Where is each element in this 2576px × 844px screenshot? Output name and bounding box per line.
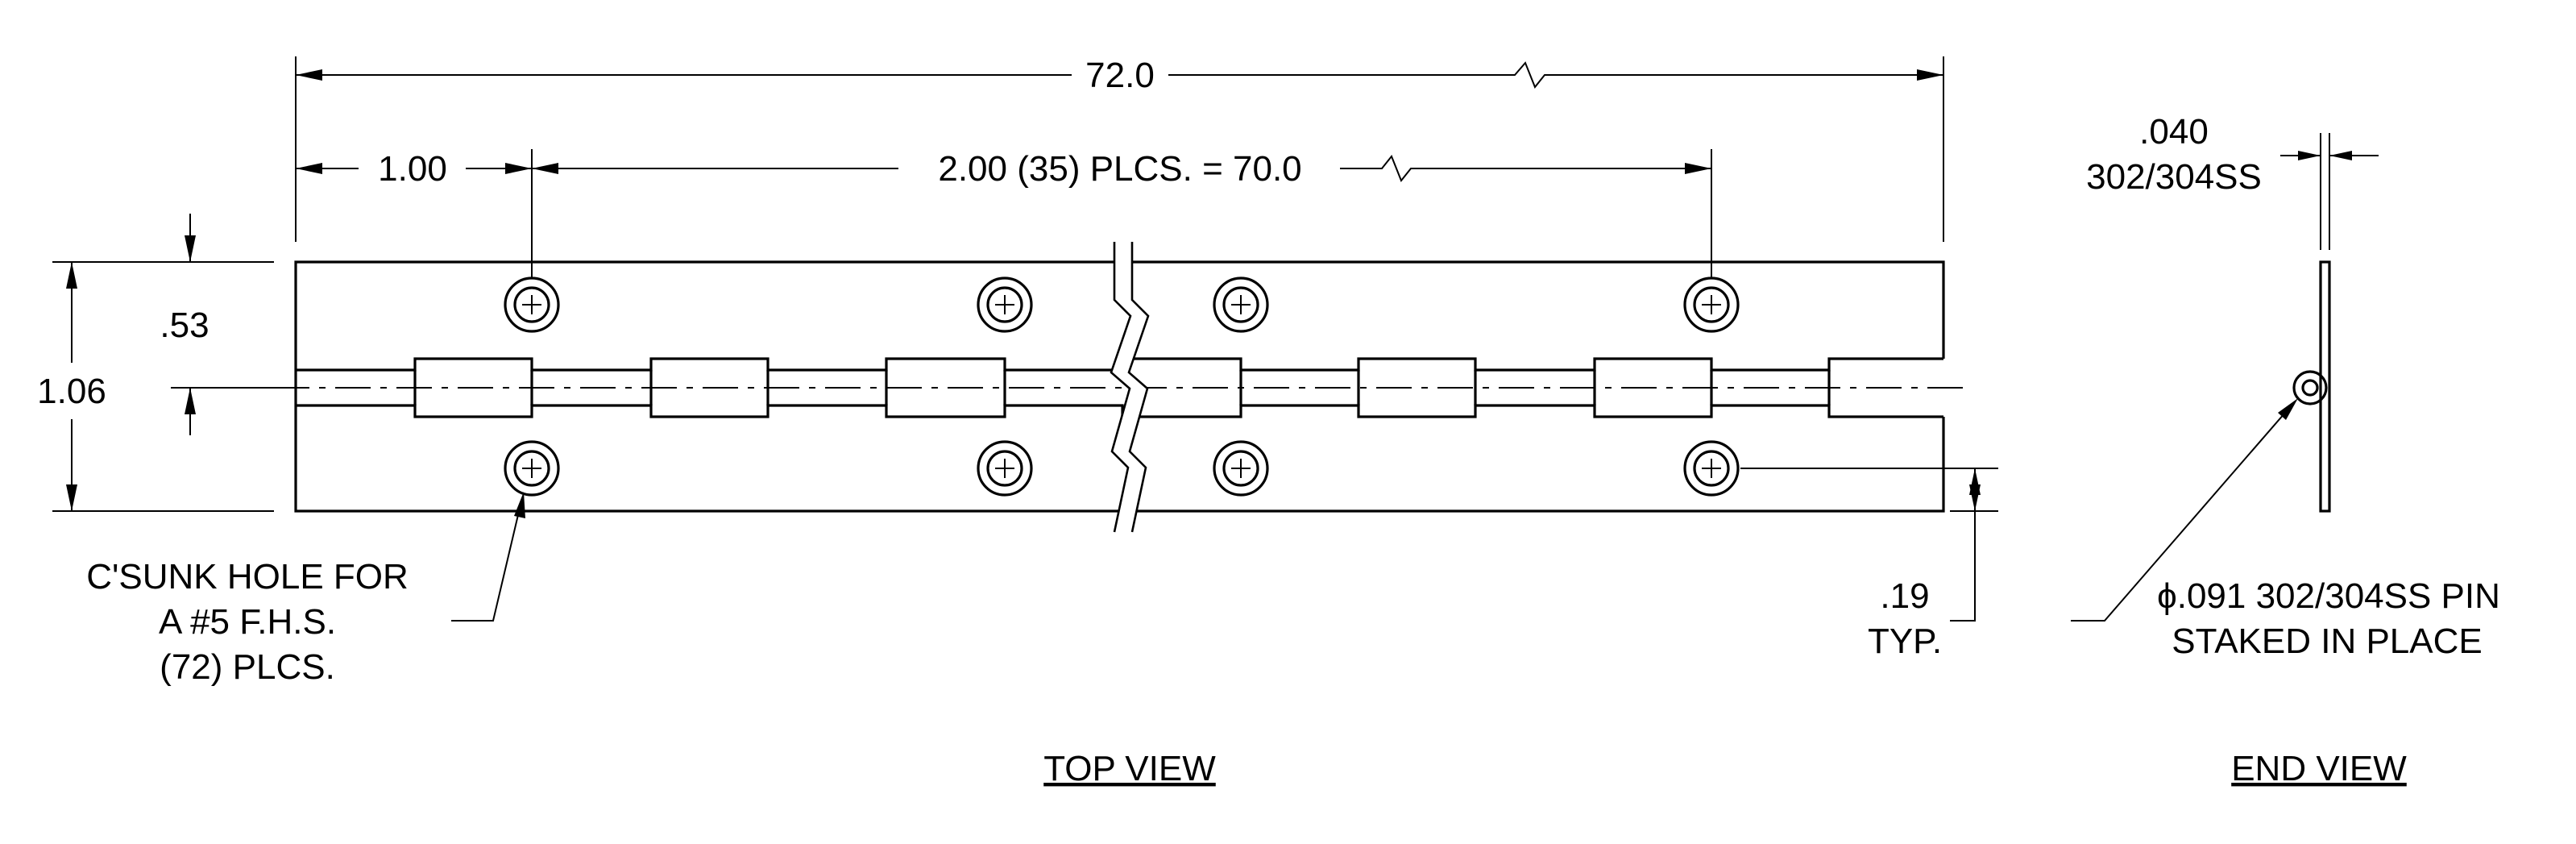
total-width-label-mask	[26, 368, 118, 414]
pin-note-line-1: ϕ.091 302/304SS PIN	[2157, 576, 2500, 616]
total-width-label: 1.06	[37, 372, 106, 411]
dim-hole-edge-distance: .19 TYP.	[1740, 468, 1998, 661]
thickness-value: .040	[2139, 112, 2209, 152]
overall-length-label: 72.0	[1085, 56, 1155, 95]
break-lines	[1110, 242, 1150, 533]
hole-note-line-3: (72) PLCS.	[160, 647, 335, 687]
hole-bottom-2	[977, 440, 1033, 497]
hole-spacing-label: 2.00 (35) PLCS. = 70.0	[938, 149, 1301, 189]
thickness-material: 302/304SS	[2086, 157, 2262, 197]
edge-to-first-hole-label: 1.00	[378, 149, 447, 189]
hole-edge-distance-typ: TYP.	[1868, 622, 1942, 661]
hole-bottom-1	[504, 440, 560, 497]
end-view-knuckle	[2292, 370, 2328, 405]
dim-overall-length: 72.0	[295, 52, 1944, 242]
hole-top-3	[1213, 276, 1269, 333]
hole-top-1	[504, 276, 560, 333]
overall-length-label-mask	[1074, 52, 1166, 98]
pin-note-line-2: STAKED IN PLACE	[2172, 622, 2483, 661]
dim-width: .53 1.06	[26, 214, 274, 512]
knuckle-outline-bottom	[296, 404, 1943, 418]
hole-top-4	[1683, 276, 1740, 333]
hole-bottom-3	[1213, 440, 1269, 497]
hole-edge-distance-value: .19	[1880, 576, 1929, 616]
end-view-title: END VIEW	[2231, 749, 2407, 788]
end-view-pin	[2301, 379, 2319, 397]
top-view-title: TOP VIEW	[1043, 749, 1216, 788]
end-view-leaf	[2319, 260, 2331, 513]
hole-bottom-4	[1683, 440, 1740, 497]
countersunk-holes	[504, 276, 1740, 497]
end-view: .040 302/304SS ϕ.091 302/304SS PIN STAKE…	[2071, 112, 2500, 661]
edge-to-first-hole-label-mask	[367, 146, 458, 192]
leaf-width-label: .53	[160, 306, 209, 345]
dim-hole-spacing: 1.00 2.00 (35) PLCS. = 70.0	[296, 146, 1712, 278]
hole-top-2	[977, 276, 1033, 333]
hole-note-line-1: C'SUNK HOLE FOR	[86, 557, 409, 597]
hole-callout: C'SUNK HOLE FOR A #5 F.H.S. (72) PLCS.	[86, 492, 525, 687]
hole-spacing-label-mask	[927, 146, 1313, 192]
hole-note-line-2: A #5 F.H.S.	[159, 602, 336, 642]
